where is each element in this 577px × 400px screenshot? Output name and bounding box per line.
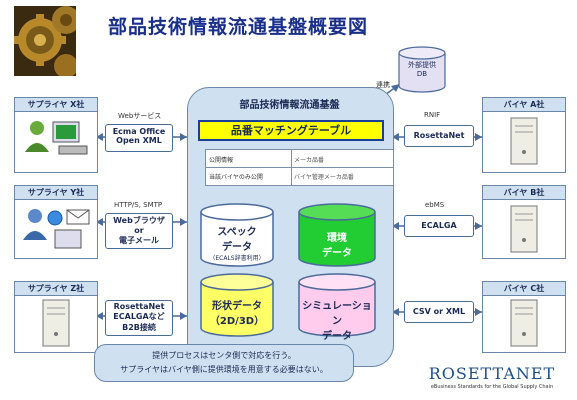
user-mail-icon [23, 209, 90, 249]
supplier-z-panel [14, 295, 98, 353]
server-icon [510, 299, 538, 347]
buyer-b-label: バイヤ B社 [482, 185, 566, 200]
buyer-a-label: バイヤ A社 [482, 97, 566, 112]
env-db-label: 環境 データ [322, 233, 352, 259]
supplier-x-panel [14, 111, 98, 173]
supplier-x-label: サプライヤ X社 [14, 97, 98, 112]
supplier-y-label: サプライヤ Y社 [14, 185, 98, 200]
table-cell: 公開情報 [209, 157, 234, 164]
callout-line: 提供プロセスはセンタ側で対応を行う。 [152, 351, 296, 360]
note-callout: 提供プロセスはセンタ側で対応を行う。 サプライヤはバイヤ側に提供環境を用意する必… [94, 344, 354, 382]
shape-db-label: 形状データ （2D/3D） [209, 301, 265, 327]
buyer-b-protocol: ebMS [425, 201, 445, 209]
page-title: 部品技術情報流通基盤概要図 [108, 16, 369, 38]
spec-db-cylinder [200, 203, 274, 267]
buyer-a-interface-box: RosettaNet [404, 125, 474, 147]
buyer-b-panel [482, 199, 566, 259]
buyer-c-label: バイヤ C社 [482, 281, 566, 296]
supplier-z-label: サプライヤ Z社 [14, 281, 98, 296]
logo-tagline: eBusiness Standards for the Global Suppl… [430, 384, 554, 390]
buyer-c-panel [482, 295, 566, 353]
supplier-y-panel [14, 199, 98, 259]
server-icon [510, 117, 538, 165]
matching-table-bar: 品番マッチングテーブル [198, 120, 384, 141]
sim-db-cylinder [298, 273, 376, 337]
buyer-b-interface-box: ECALGA [404, 215, 474, 237]
env-db-cylinder [298, 203, 376, 267]
info-table: 公開情報 メーカ品番 当該バイヤのみ公開 バイヤ管理メーカ品番 [205, 149, 394, 186]
callout-line: サプライヤはバイヤ側に提供環境を用意する必要はない。 [120, 365, 328, 374]
hub-databases [200, 203, 376, 337]
supplier-x-protocol: Webサービス [118, 112, 162, 120]
table-cell: メーカ品番 [294, 157, 325, 164]
buyer-c-interface-box: CSV or XML [404, 301, 474, 323]
gear-photo [14, 6, 80, 78]
sim-db-label: シミュレーション データ [302, 301, 372, 342]
link-label: 連携 [376, 81, 390, 89]
user-computer-icon [25, 121, 88, 155]
supplier-x-interface-box: Ecma Office Open XML [105, 124, 173, 152]
supplier-y-protocol: HTTP/S, SMTP [114, 201, 163, 209]
external-db-label: 外部提供 DB [408, 61, 436, 78]
table-cell: バイヤ管理メーカ品番 [294, 174, 354, 181]
shape-db-cylinder [200, 273, 274, 337]
spec-db-label: スペック データ （ECALS辞書利用） [209, 227, 265, 262]
hub-title: 部品技術情報流通基盤 [239, 100, 340, 111]
supplier-y-interface-box: Webブラウザ or 電子メール [105, 213, 173, 249]
server-icon [42, 299, 70, 347]
table-row: 公開情報 メーカ品番 [206, 150, 393, 168]
supplier-z-interface-box: RosettaNet ECALGAなど B2B接続 [105, 300, 173, 336]
buyer-a-protocol: RNIF [424, 111, 441, 119]
table-row: 当該バイヤのみ公開 バイヤ管理メーカ品番 [206, 167, 393, 184]
buyer-a-panel [482, 111, 566, 173]
server-icon [510, 205, 538, 253]
rosettanet-logo: ROSETTANET [428, 364, 556, 383]
external-db-cylinder [398, 46, 446, 93]
table-cell: 当該バイヤのみ公開 [209, 174, 263, 181]
